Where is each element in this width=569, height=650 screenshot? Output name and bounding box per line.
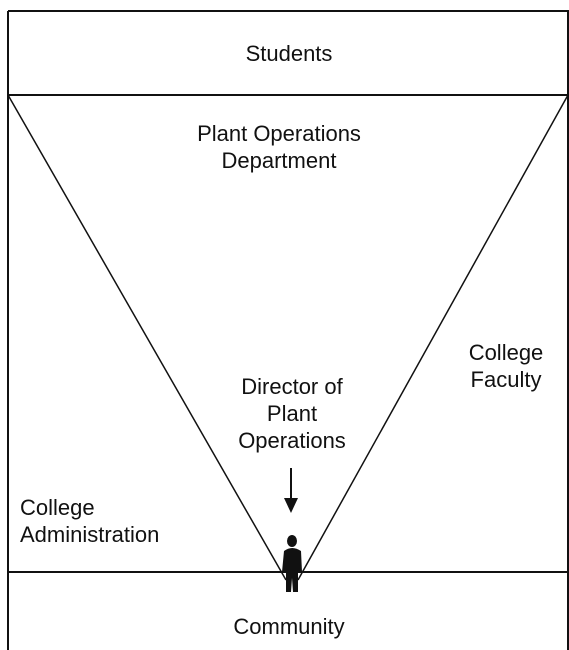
down-arrow-icon [284,468,298,513]
community-label-text: Community [233,614,345,639]
college-faculty-line2: Faculty [470,367,542,392]
triangle-left-side [7,94,287,581]
plant-operations-department-label: Plant Operations Department [164,120,394,174]
students-label-text: Students [245,41,333,66]
director-line3: Operations [238,428,346,453]
plant-operations-department-line1: Plant Operations [197,121,361,146]
students-label: Students [189,40,389,67]
director-line2: Plant [266,401,318,426]
college-faculty-line1: College [468,340,544,365]
college-administration-line2: Administration [20,522,160,547]
triangle-right-side [297,94,569,581]
college-faculty-label: College Faculty [446,339,566,393]
director-line1: Director of [241,374,343,399]
director-of-plant-operations-label: Director of Plant Operations [212,373,372,454]
plant-operations-department-line2: Department [221,148,337,173]
person-silhouette-icon [282,535,302,592]
community-label: Community [189,613,389,640]
college-administration-label: College Administration [20,494,230,548]
college-administration-line1: College [20,495,95,520]
